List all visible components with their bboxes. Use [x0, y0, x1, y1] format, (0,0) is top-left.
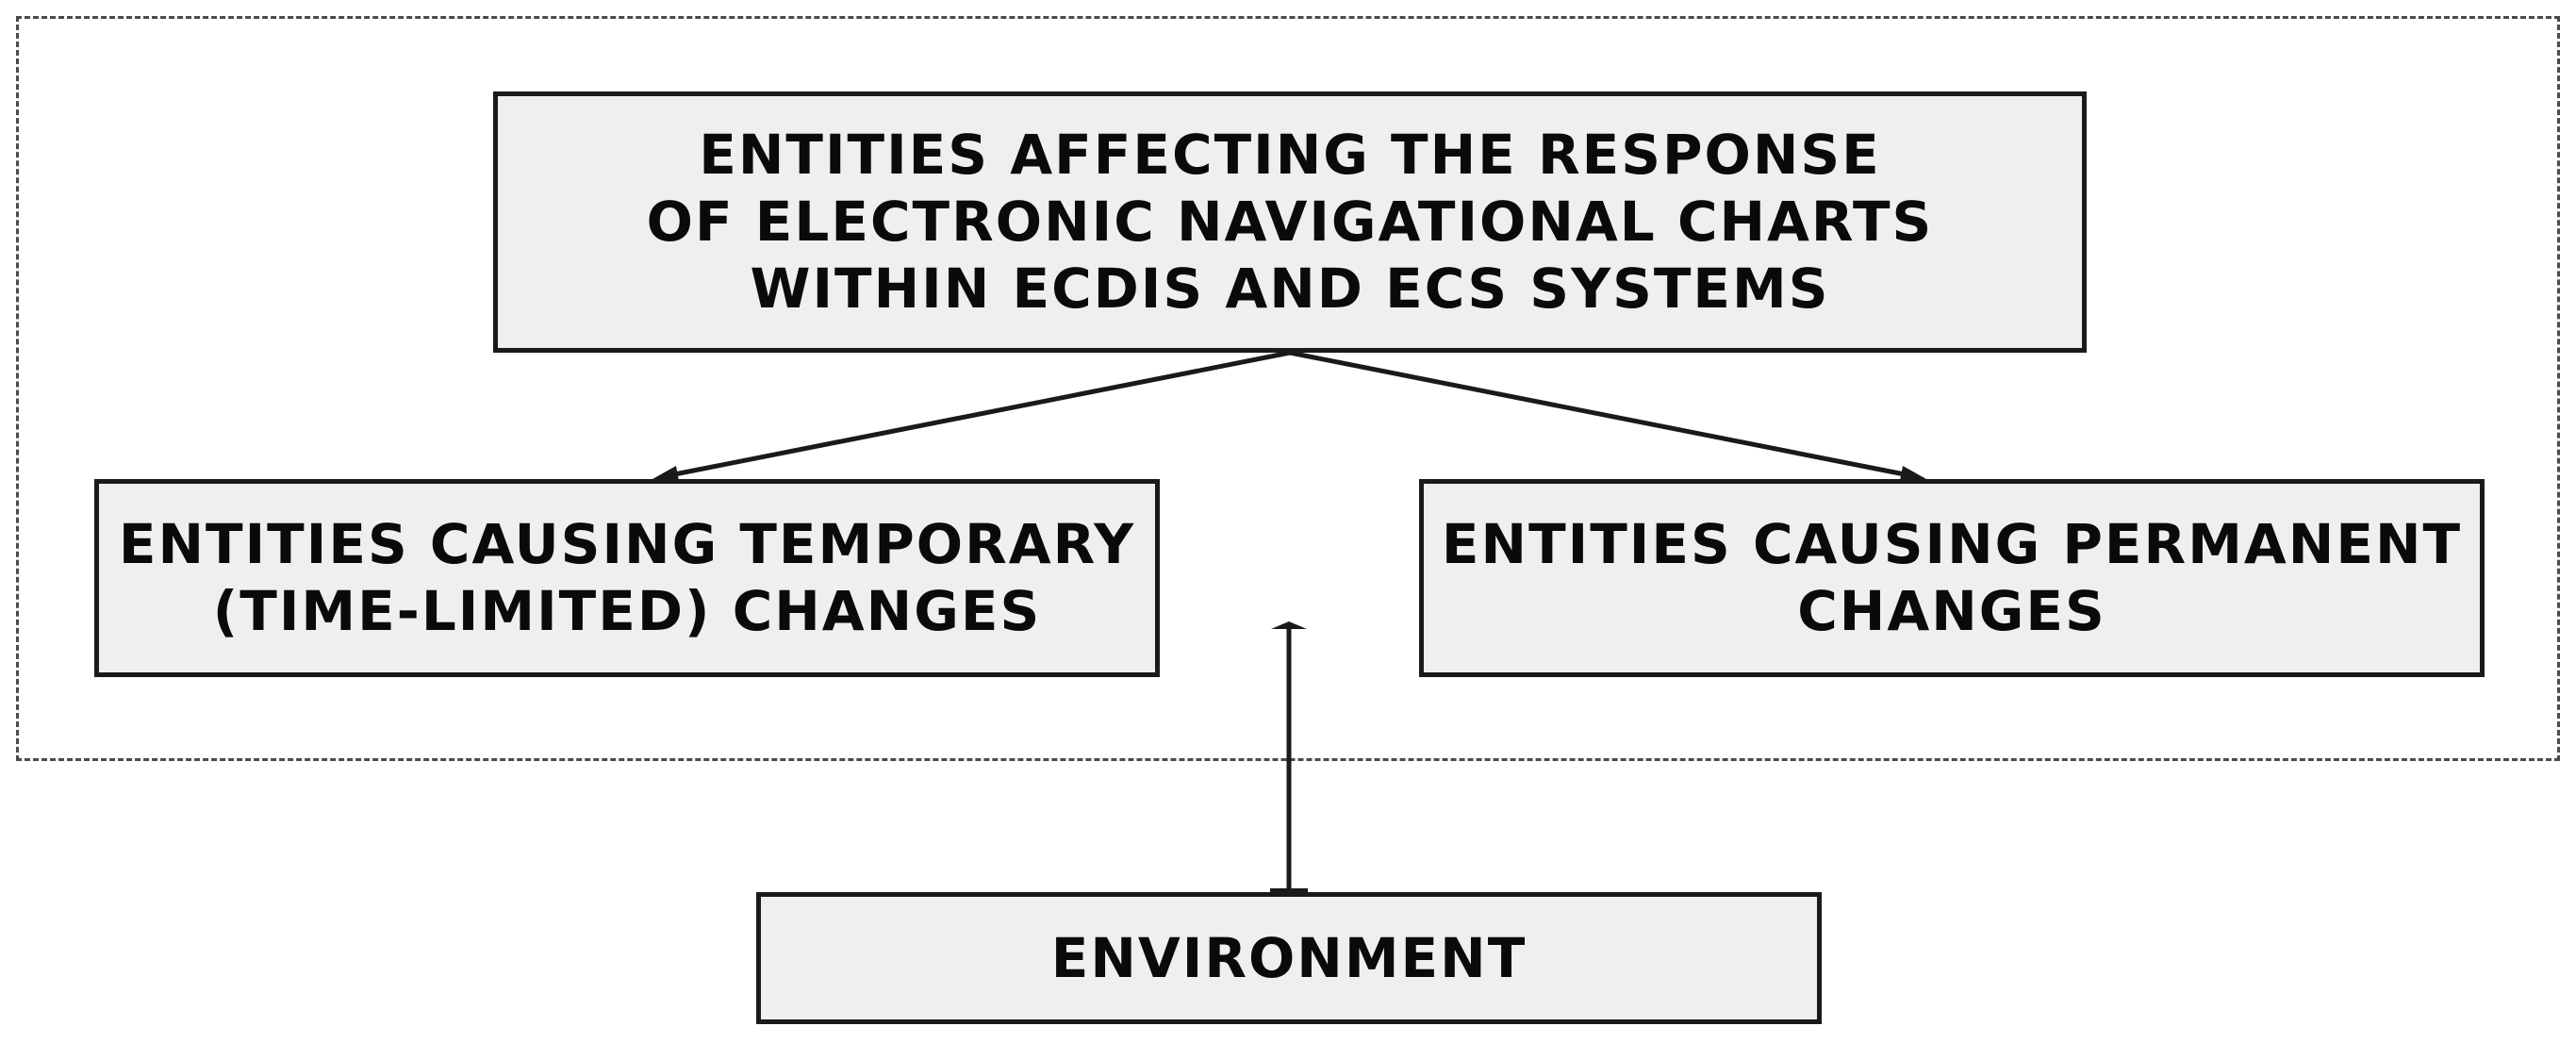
node-root-label: ENTITIES AFFECTING THE RESPONSE OF ELECT… — [646, 123, 1934, 321]
node-environment-label: ENVIRONMENT — [1050, 925, 1527, 990]
node-temporary-changes: ENTITIES CAUSING TEMPORARY (TIME-LIMITED… — [94, 479, 1160, 677]
node-permanent-label: ENTITIES CAUSING PERMANENT CHANGES — [1441, 512, 2463, 643]
node-permanent-changes: ENTITIES CAUSING PERMANENT CHANGES — [1419, 479, 2485, 677]
node-temporary-label: ENTITIES CAUSING TEMPORARY (TIME-LIMITED… — [118, 512, 1136, 643]
node-root: ENTITIES AFFECTING THE RESPONSE OF ELECT… — [493, 91, 2087, 353]
node-environment: ENVIRONMENT — [756, 892, 1822, 1024]
